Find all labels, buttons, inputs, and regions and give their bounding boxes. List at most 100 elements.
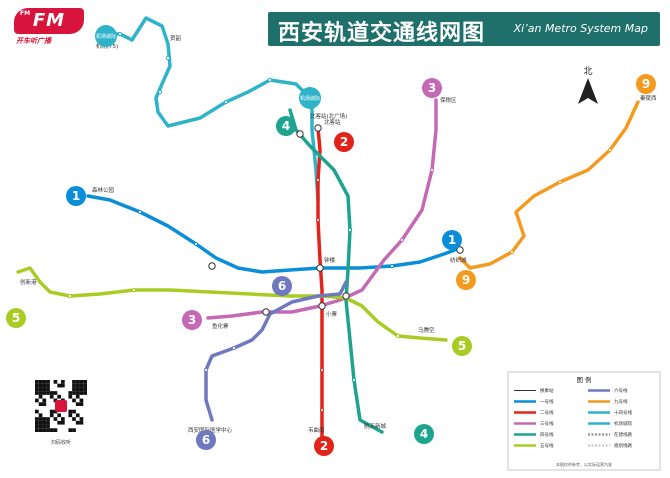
line-badge-6-south[interactable] xyxy=(196,430,216,450)
legend-item-label: 一号线 xyxy=(540,398,554,405)
qr-module xyxy=(53,409,58,414)
line-badge-1-east-label: 1 xyxy=(448,233,456,247)
airport-badge-label: 机场城际 xyxy=(300,95,320,102)
qr-module xyxy=(53,380,58,384)
station-label-l14-mid: 贺韶 xyxy=(170,34,182,42)
qr-module xyxy=(35,409,39,414)
qr-code[interactable]: 扫码收听 xyxy=(33,378,89,446)
qr-module xyxy=(53,417,58,421)
interchange-north[interactable] xyxy=(314,124,322,132)
legend-item-label: 五号线 xyxy=(540,442,554,449)
qr-module xyxy=(68,409,73,414)
line-2-route xyxy=(316,126,324,442)
qr-module xyxy=(49,391,54,395)
map-title-cn: 西安轨道交通线网图 xyxy=(278,20,486,46)
interchange-l1-l5[interactable] xyxy=(208,262,216,270)
line-9-route xyxy=(458,100,640,270)
qr-module xyxy=(35,383,39,388)
station-dot xyxy=(203,367,209,373)
legend-box xyxy=(507,371,661,471)
qr-module xyxy=(75,383,80,388)
qr-module xyxy=(35,420,39,425)
qr-module xyxy=(79,398,84,403)
station-dot xyxy=(429,167,435,173)
line-badge-9-west[interactable] xyxy=(456,270,476,290)
line-5-route xyxy=(16,266,448,342)
line-badges: 1 1 2 2 3 3 4 4 5 5 6 6 9 9 xyxy=(6,74,656,456)
qr-module xyxy=(46,391,50,395)
qr-module xyxy=(46,428,50,432)
line-badge-5-east-label: 5 xyxy=(458,339,466,353)
interchange-bell-tower[interactable] xyxy=(316,264,324,272)
station-label-xiaozhai: 小寨 xyxy=(326,310,338,318)
interchange-xiaozhai[interactable] xyxy=(318,302,326,310)
qr-module xyxy=(57,420,61,425)
qr-module xyxy=(57,383,61,388)
station-label-north-sub: 北客站(北广场) xyxy=(310,112,347,120)
qr-module xyxy=(75,402,80,406)
line-badge-4-south[interactable] xyxy=(414,424,434,444)
station-label-l9-east: 秦陵西 xyxy=(640,94,657,102)
line-badge-3-west[interactable] xyxy=(182,310,202,330)
station-dot xyxy=(399,237,405,243)
north-arrow-icon xyxy=(578,78,598,104)
qr-module xyxy=(42,387,47,392)
qr-module xyxy=(42,420,47,425)
line-badge-1-west[interactable] xyxy=(66,186,86,206)
qr-module xyxy=(83,387,87,392)
north-arrow: 北 xyxy=(578,66,598,104)
legend-item-label: 机场城际 xyxy=(614,420,632,427)
interchange-l1-l9[interactable] xyxy=(456,246,464,254)
qr-module xyxy=(68,413,73,418)
qr-module xyxy=(72,428,76,432)
airport-badge-center: 机场城际 xyxy=(299,87,321,109)
qr-module xyxy=(38,420,43,425)
qr-module xyxy=(61,383,65,388)
station-dot xyxy=(557,179,563,185)
station-labels: 北客站 北客站(北广场) 钟楼 小寨 纺织城 森林公园 韦曲南 航天新城 秦陵西… xyxy=(20,34,657,434)
qr-module xyxy=(79,391,84,395)
line-badge-2-south[interactable] xyxy=(314,436,334,456)
line-badge-3-north[interactable] xyxy=(422,78,442,98)
qr-module xyxy=(75,394,80,399)
qr-module xyxy=(42,428,47,432)
station-label-l2-south: 韦曲南 xyxy=(308,426,325,434)
line-badge-9-north[interactable] xyxy=(636,74,656,94)
line-14-route xyxy=(102,16,320,202)
qr-module xyxy=(35,391,39,395)
station-label-l1-west: 森林公园 xyxy=(92,186,115,194)
qr-module xyxy=(38,417,43,421)
qr-module xyxy=(75,420,80,425)
qr-module xyxy=(75,387,80,392)
qr-module xyxy=(68,391,73,395)
qr-module xyxy=(61,380,65,384)
line-badge-4-north[interactable] xyxy=(276,116,296,136)
interchange-east[interactable] xyxy=(342,292,350,300)
map-title-en: Xi’an Metro System Map xyxy=(513,22,648,35)
line-badge-5-east[interactable] xyxy=(452,336,472,356)
line-badge-2-north[interactable] xyxy=(334,132,354,152)
qr-module xyxy=(42,383,47,388)
line-badge-9-west-label: 9 xyxy=(462,273,470,287)
airport-badge-label: 机场城际 xyxy=(96,33,116,40)
legend-item-label: 规划线路 xyxy=(614,442,632,449)
station-label-l4-south: 航天新城 xyxy=(364,422,387,430)
station-dot xyxy=(137,209,143,215)
line-badge-5-west[interactable] xyxy=(6,308,26,328)
station-dot xyxy=(509,249,515,255)
qr-module xyxy=(42,380,47,384)
qr-module xyxy=(72,409,76,414)
line-badge-1-east[interactable] xyxy=(442,230,462,250)
station-dot xyxy=(267,77,273,83)
qr-module xyxy=(46,387,50,392)
line-badge-6-north[interactable] xyxy=(272,276,292,296)
interchange-l3-l6[interactable] xyxy=(262,308,270,316)
qr-module xyxy=(38,391,43,395)
qr-module xyxy=(38,380,43,384)
station-dot xyxy=(315,217,321,223)
qr-module xyxy=(83,380,87,384)
qr-module xyxy=(46,417,50,421)
line-badge-4-north-label: 4 xyxy=(282,119,290,133)
interchange-l4-l14[interactable] xyxy=(296,130,304,138)
